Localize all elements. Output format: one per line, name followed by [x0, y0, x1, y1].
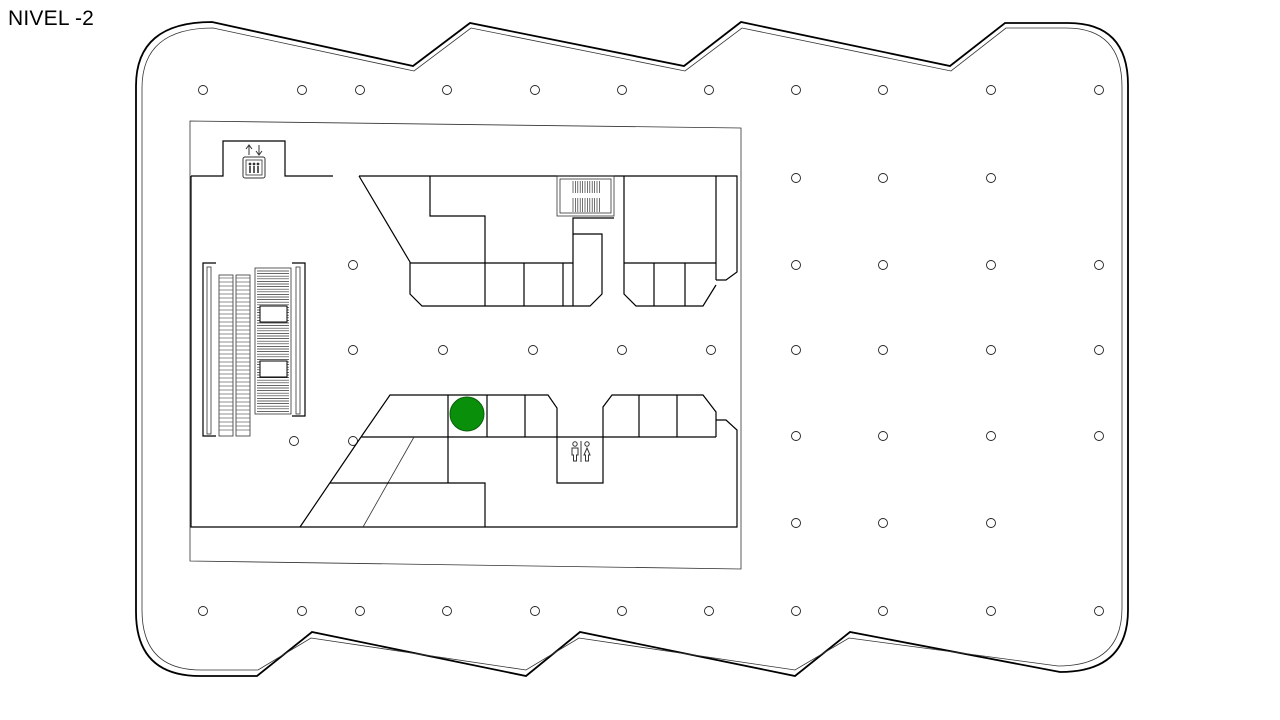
structural-column [791, 345, 801, 355]
structural-column [1094, 345, 1104, 355]
structural-column [297, 85, 307, 95]
structural-column [791, 173, 801, 183]
structural-column [530, 85, 540, 95]
structural-column [1094, 85, 1104, 95]
structural-column [791, 606, 801, 616]
structural-column [706, 345, 716, 355]
building-outline [135, 21, 1129, 677]
structural-column [530, 606, 540, 616]
structural-column [878, 345, 888, 355]
elevator-icon [242, 144, 266, 179]
structural-column [878, 431, 888, 441]
structural-column [986, 345, 996, 355]
structural-column [348, 345, 358, 355]
stairs-icon [572, 181, 600, 212]
structural-column [528, 345, 538, 355]
structural-column [617, 606, 627, 616]
structural-column [1094, 606, 1104, 616]
restroom-icon [571, 441, 591, 462]
escalator-icon [202, 262, 306, 437]
structural-column [986, 518, 996, 528]
structural-column [704, 85, 714, 95]
structural-column [791, 518, 801, 528]
structural-column [297, 606, 307, 616]
structural-column [198, 606, 208, 616]
structural-column [348, 260, 358, 270]
structural-column [878, 173, 888, 183]
structural-column [878, 260, 888, 270]
structural-column [986, 606, 996, 616]
structural-column [355, 85, 365, 95]
structural-column [1094, 260, 1104, 270]
structural-column [986, 431, 996, 441]
structural-column [986, 85, 996, 95]
structural-column [617, 85, 627, 95]
structural-column [355, 606, 365, 616]
structural-column [704, 606, 714, 616]
structural-columns [198, 85, 1104, 616]
structural-column [791, 431, 801, 441]
structural-column [442, 606, 452, 616]
location-marker[interactable] [449, 396, 485, 432]
structural-column [986, 260, 996, 270]
structural-column [1094, 431, 1104, 441]
structural-column [791, 260, 801, 270]
structural-column [348, 436, 358, 446]
structural-column [791, 85, 801, 95]
plaza-boundary [189, 120, 742, 570]
commercial-block [190, 140, 738, 528]
structural-column [442, 85, 452, 95]
structural-column [986, 173, 996, 183]
structural-column [617, 345, 627, 355]
structural-column [289, 436, 299, 446]
structural-column [198, 85, 208, 95]
structural-column [878, 518, 888, 528]
structural-column [878, 606, 888, 616]
structural-column [878, 85, 888, 95]
structural-column [438, 345, 448, 355]
level-label: NIVEL -2 [8, 7, 95, 30]
